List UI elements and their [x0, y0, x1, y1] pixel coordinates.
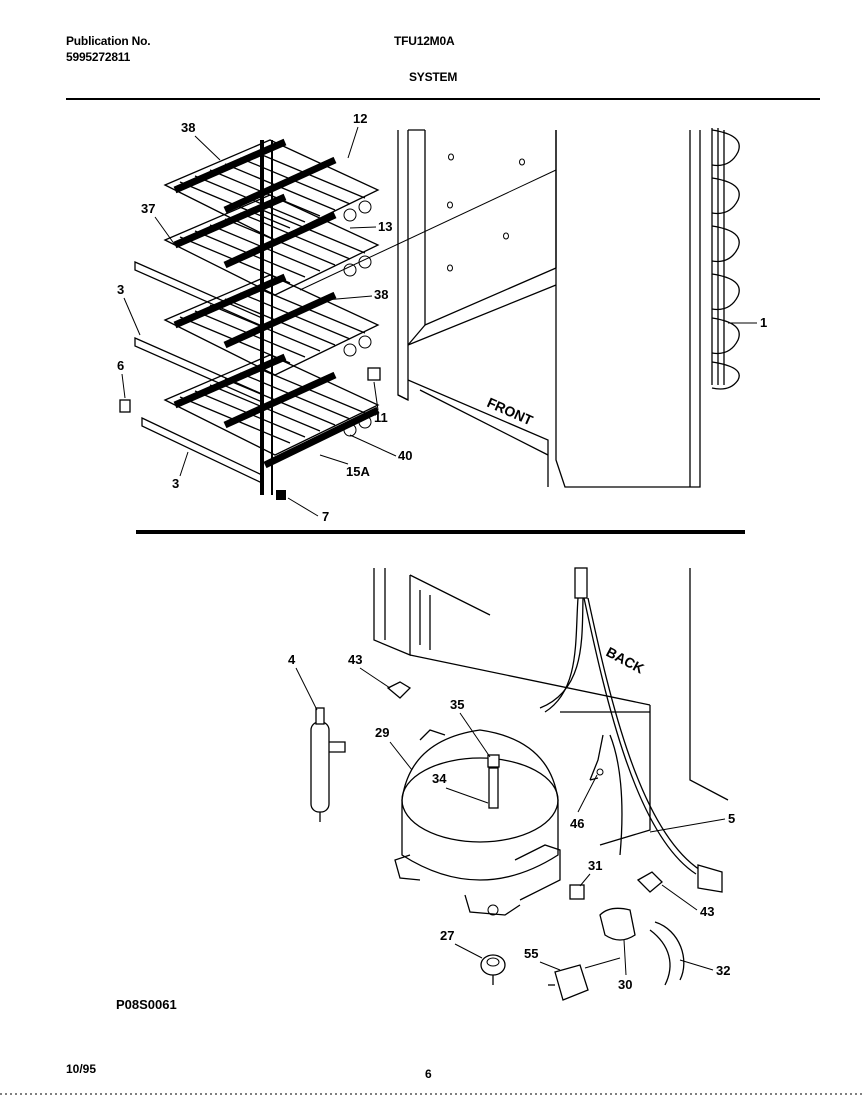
- callout-4: 4: [288, 652, 296, 667]
- callout-38-lower: 38: [374, 287, 388, 302]
- bottom-callouts: 4 43 35 29 34 46 5 31 43 27 55 30 32: [288, 652, 735, 992]
- header-rule: [66, 98, 820, 100]
- drawing-code: P08S0061: [116, 997, 177, 1012]
- callout-35: 35: [450, 697, 464, 712]
- callout-7: 7: [322, 509, 329, 524]
- page-number: 6: [425, 1067, 432, 1081]
- publication-label: Publication No.: [66, 34, 151, 48]
- small-parts: [386, 681, 685, 1001]
- callout-3-lower: 3: [172, 476, 179, 491]
- callout-6: 6: [117, 358, 124, 373]
- callout-12: 12: [353, 111, 367, 126]
- condenser-coil: [711, 128, 740, 390]
- callout-15a: 15A: [346, 464, 370, 479]
- callout-29: 29: [375, 725, 389, 740]
- section-divider: [136, 530, 745, 534]
- freezer-cabinet: FRONT: [299, 129, 701, 488]
- callout-31: 31: [588, 858, 602, 873]
- callout-11: 11: [374, 410, 388, 425]
- callout-38: 38: [181, 120, 195, 135]
- callout-1: 1: [760, 315, 767, 330]
- section-title: SYSTEM: [409, 70, 458, 84]
- footer-date: 10/95: [66, 1062, 96, 1076]
- callout-43-lower: 43: [700, 904, 714, 919]
- model-number: TFU12M0A: [394, 34, 455, 48]
- callout-5: 5: [728, 811, 735, 826]
- callout-3-upper: 3: [117, 282, 124, 297]
- back-label: BACK: [604, 644, 647, 677]
- filter-drier: [310, 707, 346, 822]
- callout-27: 27: [440, 928, 454, 943]
- wiring-harness: [539, 567, 723, 893]
- callout-37: 37: [141, 201, 155, 216]
- callout-46: 46: [570, 816, 584, 831]
- callout-40: 40: [398, 448, 412, 463]
- compressor: [394, 729, 561, 916]
- evaporator-shelves: [119, 138, 381, 500]
- callout-43-upper: 43: [348, 652, 362, 667]
- callout-30: 30: [618, 977, 632, 992]
- callout-34: 34: [432, 771, 447, 786]
- callout-32: 32: [716, 963, 730, 978]
- publication-number: 5995272811: [66, 50, 131, 64]
- callout-13: 13: [378, 219, 392, 234]
- top-callouts: 38 12 37 13 3 38 1 6 11 40 15A 3 7: [117, 111, 767, 524]
- callout-55: 55: [524, 946, 538, 961]
